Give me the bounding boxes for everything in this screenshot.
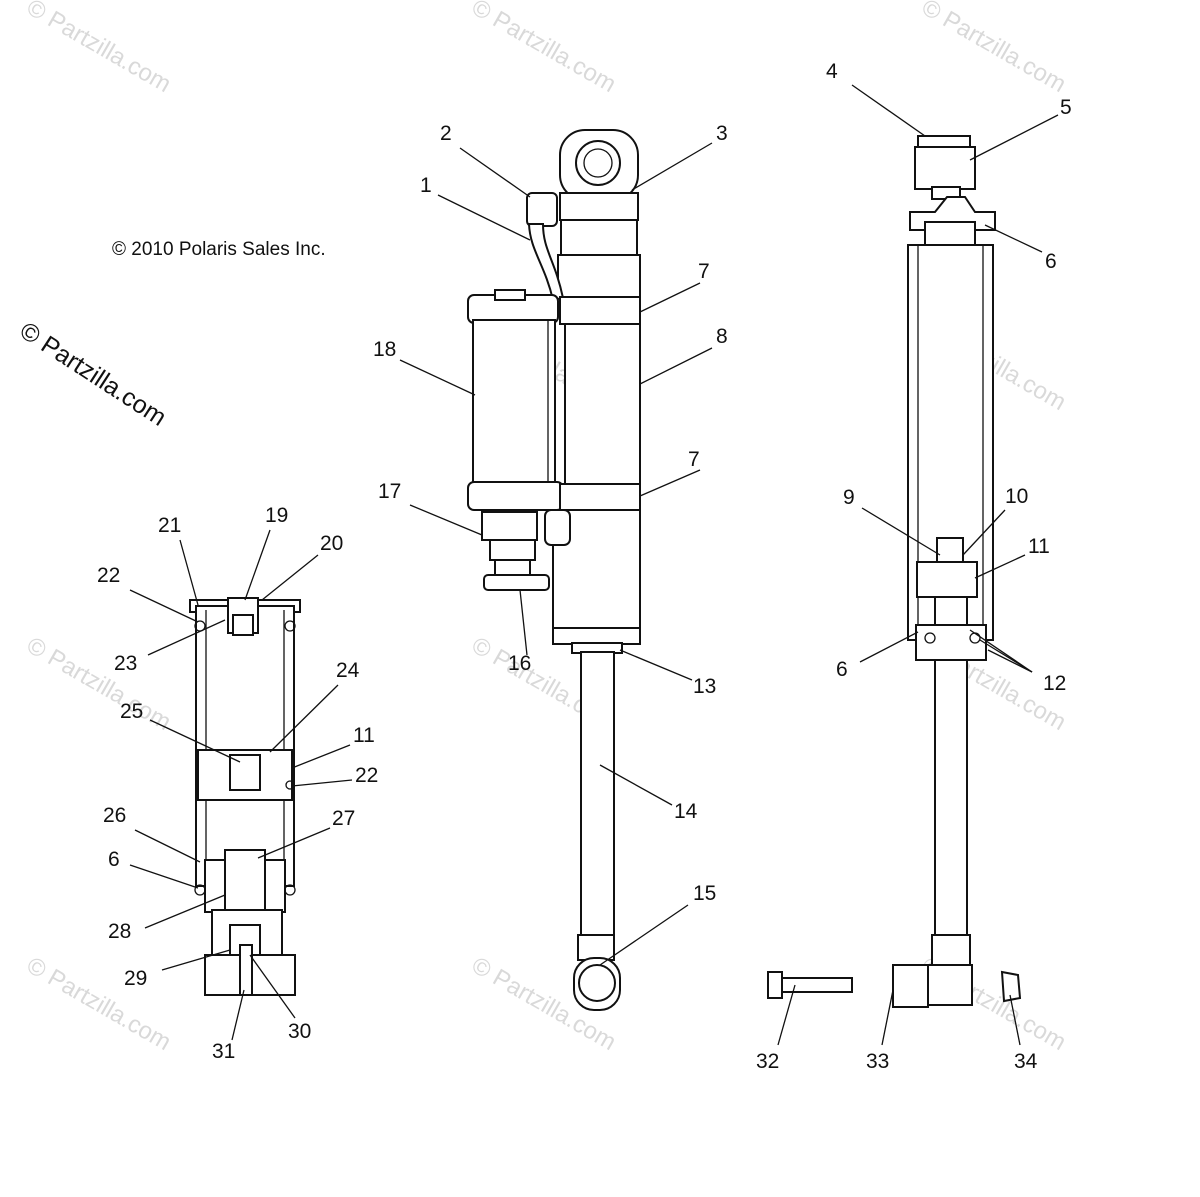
watermark-main: © Partzilla.com (15, 317, 172, 432)
callout-7: 7 (688, 448, 700, 471)
center-shock-drawing (467, 129, 641, 1011)
callout-labels: 1 2 3 4 5 6 7 8 7 9 10 11 12 6 13 14 15 … (97, 60, 1072, 1073)
watermark: © Partzilla.com (917, 0, 1071, 98)
callout-34: 34 (1014, 1050, 1038, 1073)
right-shock-drawing (767, 135, 1022, 1008)
callout-11: 11 (1028, 535, 1050, 558)
callout-6: 6 (1045, 250, 1057, 273)
callout-32: 32 (756, 1050, 779, 1073)
callout-33: 33 (866, 1050, 889, 1073)
callout-13: 13 (693, 675, 716, 698)
watermark: © Partzilla.com (467, 0, 621, 98)
callout-21: 21 (158, 514, 181, 537)
copyright-text: © 2010 Polaris Sales Inc. (112, 239, 326, 260)
callout-7: 7 (698, 260, 710, 283)
callout-6: 6 (836, 658, 848, 681)
callout-22: 22 (97, 564, 120, 587)
callout-31: 31 (212, 1040, 235, 1063)
callout-17: 17 (378, 480, 401, 503)
callout-10: 10 (1005, 485, 1028, 508)
watermark: © Partzilla.com (22, 0, 176, 98)
watermark: © Partzilla.com (22, 952, 176, 1056)
left-cutaway-drawing (189, 597, 301, 996)
callout-14: 14 (674, 800, 698, 823)
callout-29: 29 (124, 967, 147, 990)
callout-2: 2 (440, 122, 452, 145)
callout-3: 3 (716, 122, 728, 145)
callout-27: 27 (332, 807, 355, 830)
callout-9: 9 (843, 486, 855, 509)
callout-12: 12 (1043, 672, 1066, 695)
callout-24: 24 (336, 659, 360, 682)
callout-28: 28 (108, 920, 131, 943)
watermark: © Partzilla.com (22, 632, 176, 736)
callout-25: 25 (120, 700, 143, 723)
callout-26: 26 (103, 804, 126, 827)
leader-lines (129, 84, 1059, 1046)
callout-11: 11 (353, 724, 375, 747)
callout-1: 1 (420, 174, 432, 197)
callout-5: 5 (1060, 96, 1072, 119)
callout-20: 20 (320, 532, 343, 555)
callout-19: 19 (265, 504, 288, 527)
callout-4: 4 (826, 60, 838, 83)
callout-6: 6 (108, 848, 120, 871)
callout-22: 22 (355, 764, 378, 787)
callout-15: 15 (693, 882, 716, 905)
callout-16: 16 (508, 652, 531, 675)
callout-8: 8 (716, 325, 728, 348)
callout-23: 23 (114, 652, 137, 675)
callout-18: 18 (373, 338, 396, 361)
callout-30: 30 (288, 1020, 311, 1043)
